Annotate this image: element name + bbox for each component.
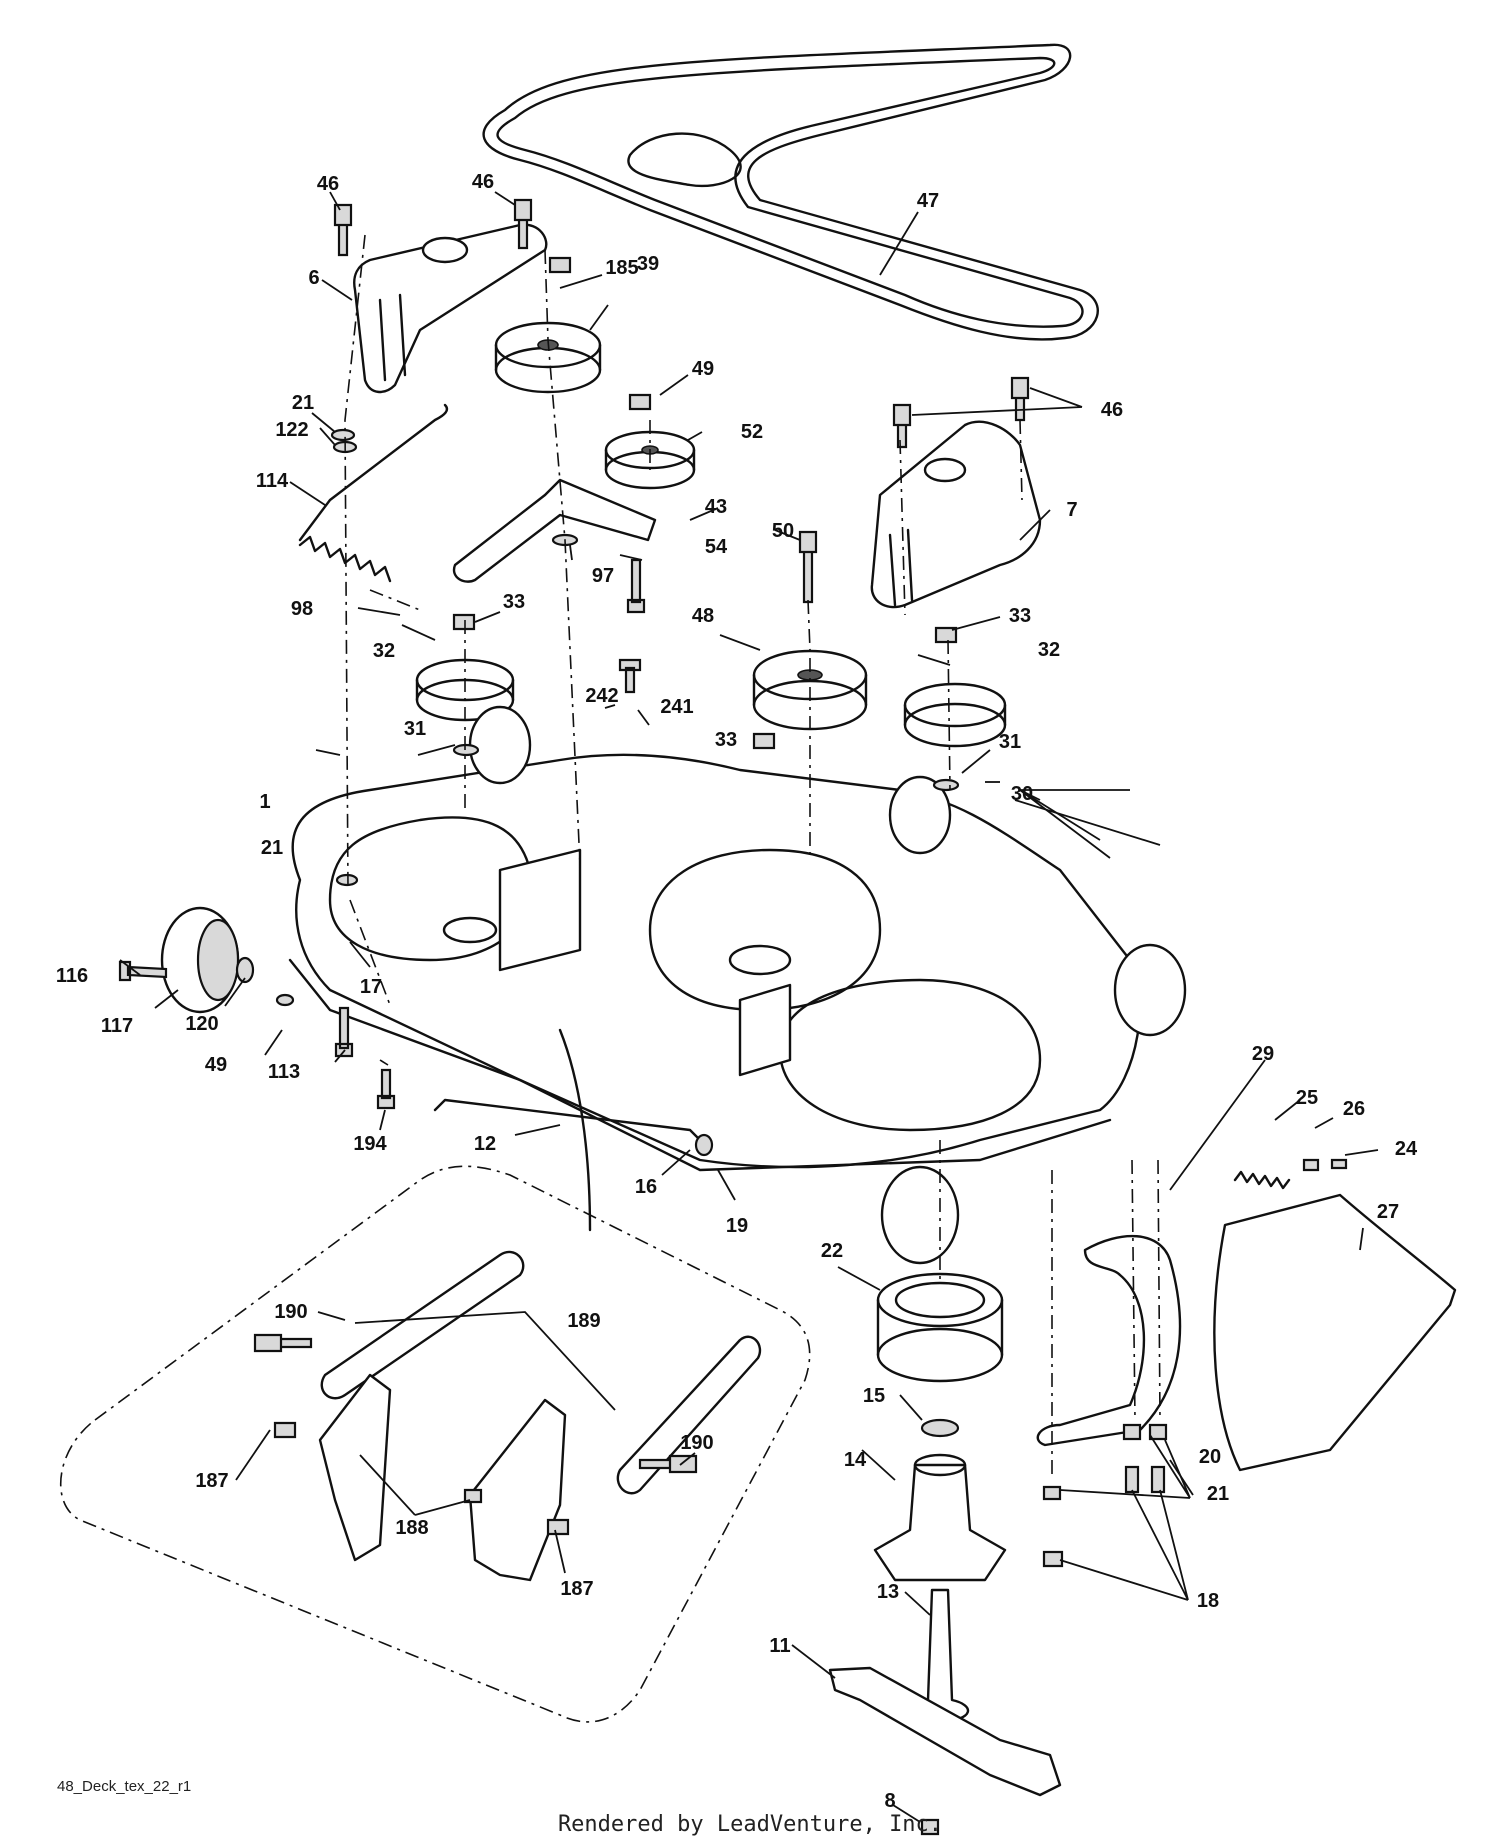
part-label-27: 27 <box>1377 1201 1399 1223</box>
part-label-46: 46 <box>317 173 339 195</box>
part-label-18: 18 <box>1197 1590 1219 1612</box>
part-label-98: 98 <box>291 598 313 620</box>
part-label-33: 33 <box>1009 605 1031 627</box>
part-label-49: 49 <box>205 1054 227 1076</box>
part-label-16: 16 <box>635 1176 657 1198</box>
part-label-116: 116 <box>56 965 88 987</box>
diagram-code: 48_Deck_tex_22_r1 <box>57 1778 192 1795</box>
part-label-122: 122 <box>275 419 308 441</box>
part-labels: 46 46 47 6 185 39 49 21 122 52 46 114 43… <box>56 171 1418 1812</box>
part-label-21: 21 <box>292 392 314 414</box>
part-label-31: 31 <box>404 718 426 740</box>
mower-blade <box>828 1666 1062 1797</box>
part-label-12: 12 <box>474 1133 496 1155</box>
part-label-189: 189 <box>567 1310 600 1332</box>
idler-arm-rod <box>298 403 449 542</box>
part-label-190: 190 <box>274 1301 307 1323</box>
mower-deck <box>288 753 1142 1172</box>
part-label-48: 48 <box>692 605 714 627</box>
part-label-1: 1 <box>259 791 270 813</box>
spindle-spacer <box>876 1272 1004 1383</box>
part-label-8: 8 <box>884 1790 895 1812</box>
deck-adjust-rod <box>433 1098 702 1142</box>
part-label-33: 33 <box>503 591 525 613</box>
fasteners <box>118 198 1348 1836</box>
part-label-7: 7 <box>1066 499 1077 521</box>
part-label-6: 6 <box>308 267 319 289</box>
part-label-190: 190 <box>680 1432 713 1454</box>
idler-arm-bracket <box>452 478 657 583</box>
part-label-31: 31 <box>999 731 1021 753</box>
part-label-194: 194 <box>353 1133 387 1155</box>
part-label-120: 120 <box>185 1013 218 1035</box>
chute-spring <box>1233 1170 1291 1190</box>
part-label-13: 13 <box>877 1581 899 1603</box>
part-label-241: 241 <box>660 696 693 718</box>
part-label-97: 97 <box>592 565 614 587</box>
assembly-lines <box>344 234 1161 1480</box>
tension-spring <box>298 535 392 583</box>
part-label-14: 14 <box>844 1449 867 1471</box>
part-label-188: 188 <box>395 1517 428 1539</box>
part-label-19: 19 <box>726 1215 748 1237</box>
leader-lines <box>119 191 1379 1823</box>
part-label-30: 30 <box>1011 783 1033 805</box>
spindle-housing <box>873 1453 1007 1582</box>
deck-wheel-right <box>1113 943 1187 1037</box>
mulch-deflector <box>1036 1234 1182 1447</box>
discharge-chute <box>1213 1193 1457 1472</box>
part-label-21: 21 <box>1207 1483 1229 1505</box>
part-label-15: 15 <box>863 1385 885 1407</box>
idler-pulley-39 <box>494 321 602 394</box>
deck-wheel-117 <box>160 906 240 1014</box>
part-label-185: 185 <box>605 257 638 279</box>
part-label-25: 25 <box>1296 1087 1318 1109</box>
part-label-46: 46 <box>1101 399 1123 421</box>
part-label-46: 46 <box>472 171 494 193</box>
part-label-32: 32 <box>1038 639 1060 661</box>
deck-wheel-top-right <box>888 775 952 855</box>
part-label-20: 20 <box>1199 1446 1221 1468</box>
spindle-pulley-right <box>903 682 1007 748</box>
part-label-50: 50 <box>772 520 794 542</box>
part-label-187: 187 <box>560 1578 593 1600</box>
lift-link-kit <box>318 1250 762 1582</box>
deck-wheel-top-left <box>468 705 532 785</box>
part-label-43: 43 <box>705 496 727 518</box>
part-label-22: 22 <box>821 1240 843 1262</box>
belt <box>482 43 1099 341</box>
part-label-11: 11 <box>769 1635 790 1657</box>
part-label-117: 117 <box>101 1015 133 1037</box>
part-label-113: 113 <box>268 1061 300 1083</box>
part-label-47: 47 <box>917 190 939 212</box>
part-label-26: 26 <box>1343 1098 1365 1120</box>
part-label-24: 24 <box>1395 1138 1418 1160</box>
part-label-33: 33 <box>715 729 737 751</box>
render-credit: Rendered by LeadVenture, Inc. <box>557 1812 943 1837</box>
part-label-242: 242 <box>585 685 618 707</box>
part-label-114: 114 <box>256 470 289 492</box>
spindle-washer <box>920 1418 960 1438</box>
part-label-49: 49 <box>692 358 714 380</box>
deck-wheel-front <box>880 1165 960 1265</box>
part-label-39: 39 <box>637 253 659 275</box>
part-label-29: 29 <box>1252 1043 1274 1065</box>
lift-kit-inset <box>59 1165 811 1723</box>
part-label-17: 17 <box>360 976 382 998</box>
part-label-54: 54 <box>705 536 728 558</box>
height-cable <box>558 1028 592 1232</box>
right-belt-cover <box>870 420 1042 609</box>
part-label-187: 187 <box>195 1470 228 1492</box>
left-belt-cover <box>353 223 548 394</box>
part-label-32: 32 <box>373 640 395 662</box>
part-label-52: 52 <box>741 421 763 443</box>
part-label-21: 21 <box>261 837 283 859</box>
